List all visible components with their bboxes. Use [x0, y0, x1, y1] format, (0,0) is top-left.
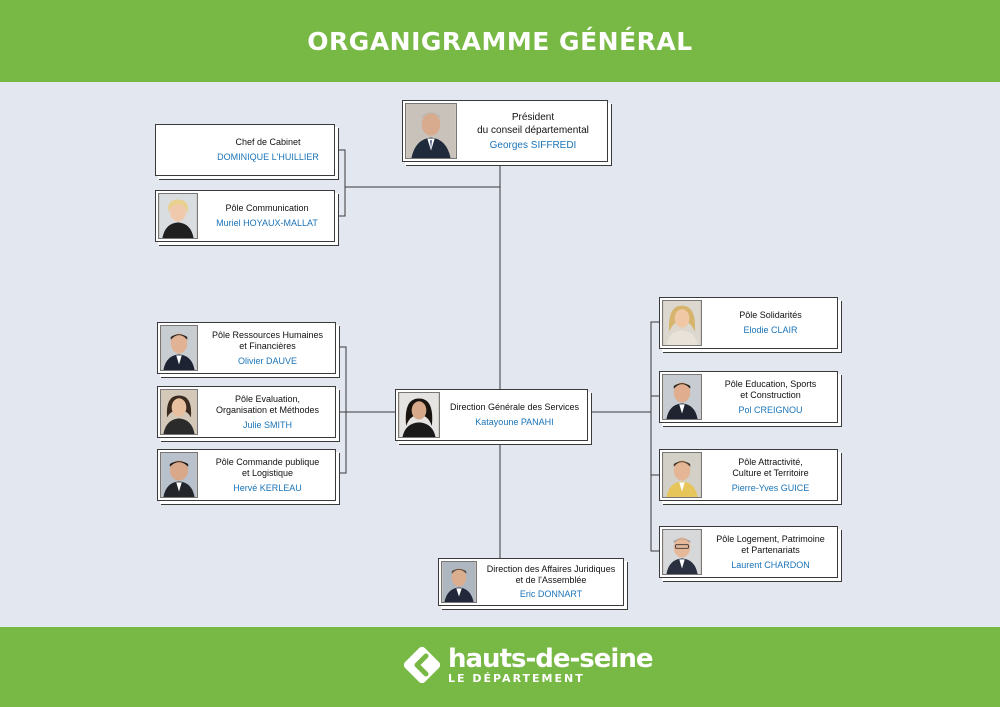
node-name: Laurent CHARDON [731, 559, 810, 570]
page-title: ORGANIGRAMME GÉNÉRAL [307, 26, 693, 56]
logo-subtitle: LE DÉPARTEMENT [448, 672, 585, 685]
node-chef-de-cabinet: Chef de Cabinet DOMINIQUE L'HUILLIER [155, 124, 335, 176]
node-president: Président du conseil départemental Georg… [402, 100, 608, 162]
hauts-de-seine-logo: hauts-de-seine LE DÉPARTEMENT [400, 643, 653, 691]
node-pole-solidarites: Pôle Solidarités Elodie CLAIR [659, 297, 838, 349]
portrait-photo [160, 325, 198, 371]
node-pole-ressources-humaines: Pôle Ressources Humaines et Financières … [157, 322, 336, 374]
node-direction-affaires-juridiques: Direction des Affaires Juridiques et de … [438, 558, 624, 606]
node-pole-communication: Pôle Communication Muriel HOYAUX-MALLAT [155, 190, 335, 242]
header-banner: ORGANIGRAMME GÉNÉRAL [0, 0, 1000, 82]
node-name: Elodie CLAIR [743, 325, 798, 335]
node-role: Pôle Communication [225, 203, 309, 213]
node-role: Chef de Cabinet [235, 137, 301, 147]
diamond-logo-icon [403, 646, 441, 684]
node-name: Pol CREIGNOU [738, 404, 803, 415]
node-name: Pierre-Yves GUICE [731, 482, 810, 493]
node-role: Pôle Ressources Humaines et Financières [211, 329, 324, 351]
node-name: DOMINIQUE L'HUILLIER [217, 152, 319, 162]
node-pole-education: Pôle Education, Sports et Construction P… [659, 371, 838, 423]
portrait-photo [160, 452, 198, 498]
node-role: Pôle Evaluation, Organisation et Méthode… [215, 393, 320, 415]
node-role: Pôle Attractivité, Culture et Territoire [732, 456, 809, 478]
node-name: Muriel HOYAUX-MALLAT [216, 218, 318, 228]
node-pole-attractivite: Pôle Attractivité, Culture et Territoire… [659, 449, 838, 501]
node-role: Pôle Commande publique et Logistique [215, 456, 320, 478]
node-name: Katayoune PANAHI [475, 417, 554, 427]
node-role: Direction Générale des Services [449, 402, 580, 412]
logo-name: hauts-de-seine [448, 644, 653, 674]
node-direction-generale-services: Direction Générale des Services Katayoun… [395, 389, 588, 441]
node-pole-commande-publique: Pôle Commande publique et Logistique Her… [157, 449, 336, 501]
portrait-photo [441, 561, 477, 603]
node-role: Direction des Affaires Juridiques et de … [486, 564, 616, 585]
node-name: Olivier DAUVE [237, 355, 297, 366]
node-role: Président du conseil départemental [477, 112, 589, 136]
node-name: Eric DONNART [519, 589, 583, 599]
portrait-photo [662, 374, 702, 420]
footer-banner [0, 627, 1000, 707]
node-name: Julie SMITH [242, 419, 292, 430]
portrait-photo [160, 389, 198, 435]
node-role: Pôle Education, Sports et Construction [724, 378, 817, 400]
node-pole-logement: Pôle Logement, Patrimoine et Partenariat… [659, 526, 838, 578]
portrait-photo [662, 300, 702, 346]
node-name: Hervé KERLEAU [233, 482, 302, 493]
node-name: Georges SIFFREDI [489, 140, 577, 151]
node-role: Pôle Solidarités [739, 310, 802, 320]
portrait-photo [662, 452, 702, 498]
portrait-photo [405, 103, 457, 159]
portrait-photo [662, 529, 702, 575]
portrait-photo [398, 392, 440, 438]
portrait-photo [158, 193, 198, 239]
node-pole-evaluation: Pôle Evaluation, Organisation et Méthode… [157, 386, 336, 438]
node-role: Pôle Logement, Patrimoine et Partenariat… [716, 533, 825, 555]
